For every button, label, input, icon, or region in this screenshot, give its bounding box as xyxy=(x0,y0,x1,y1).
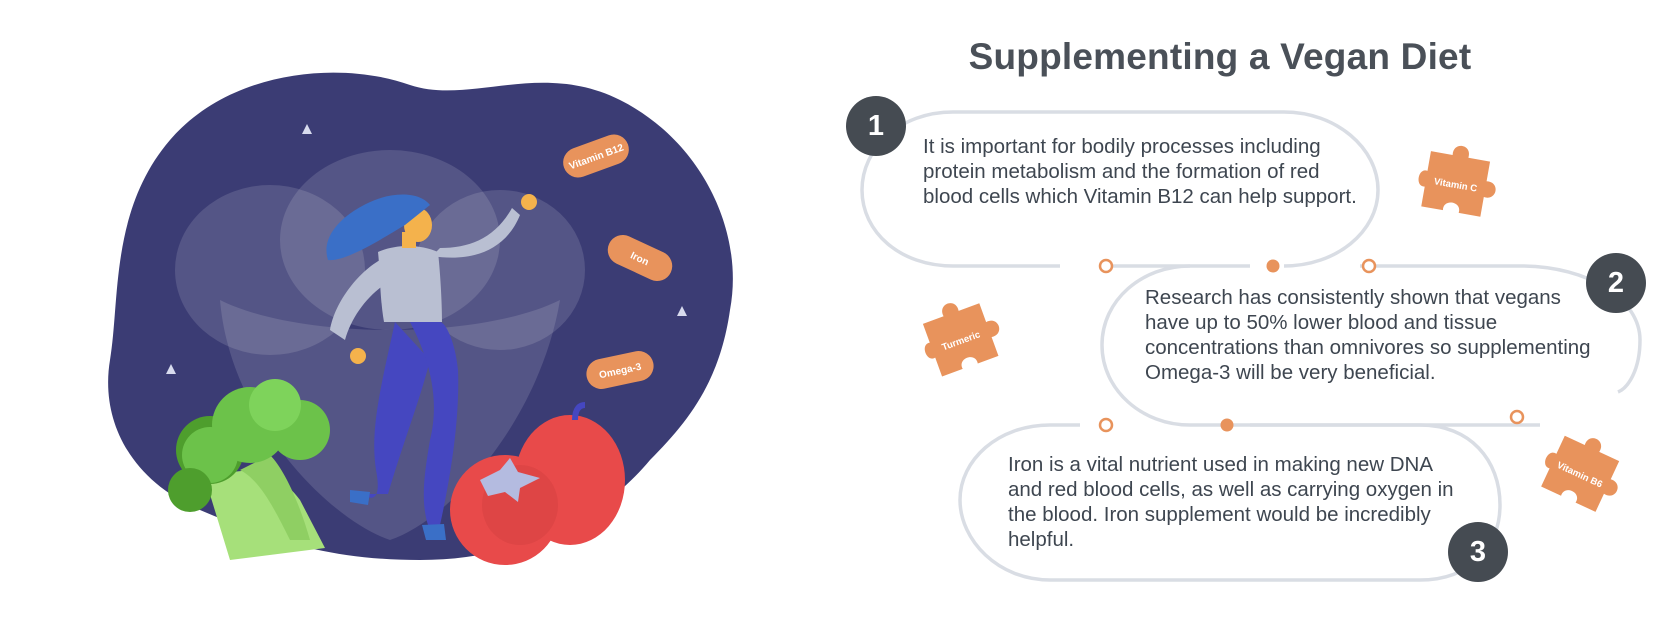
puzzle-piece-icon: Vitamin C xyxy=(1413,139,1503,219)
step-1-badge: 1 xyxy=(846,96,906,156)
capsule-icon: Vitamin B12 Iron Omega-3 xyxy=(563,134,673,389)
puzzle-piece-icon: Vitamin B6 xyxy=(1534,423,1634,517)
woman-figure xyxy=(326,194,537,540)
step-3-text: Iron is a vital nutrient used in making … xyxy=(1008,453,1454,551)
sparkle-triangles xyxy=(166,124,687,374)
step-1-text: It is important for bodily processes inc… xyxy=(923,135,1357,208)
page-title: Supplementing a Vegan Diet xyxy=(968,36,1472,77)
puzzle-piece-icon: Turmeric xyxy=(912,289,1009,380)
step-3-badge: 3 xyxy=(1448,522,1508,582)
connector-dots xyxy=(1098,258,1525,433)
broccoli xyxy=(168,379,330,560)
tomatoes xyxy=(450,402,625,565)
connector-outline xyxy=(860,110,1642,582)
step-2-badge: 2 xyxy=(1586,253,1646,313)
step-2-text: Research has consistently shown that veg… xyxy=(1145,286,1591,384)
